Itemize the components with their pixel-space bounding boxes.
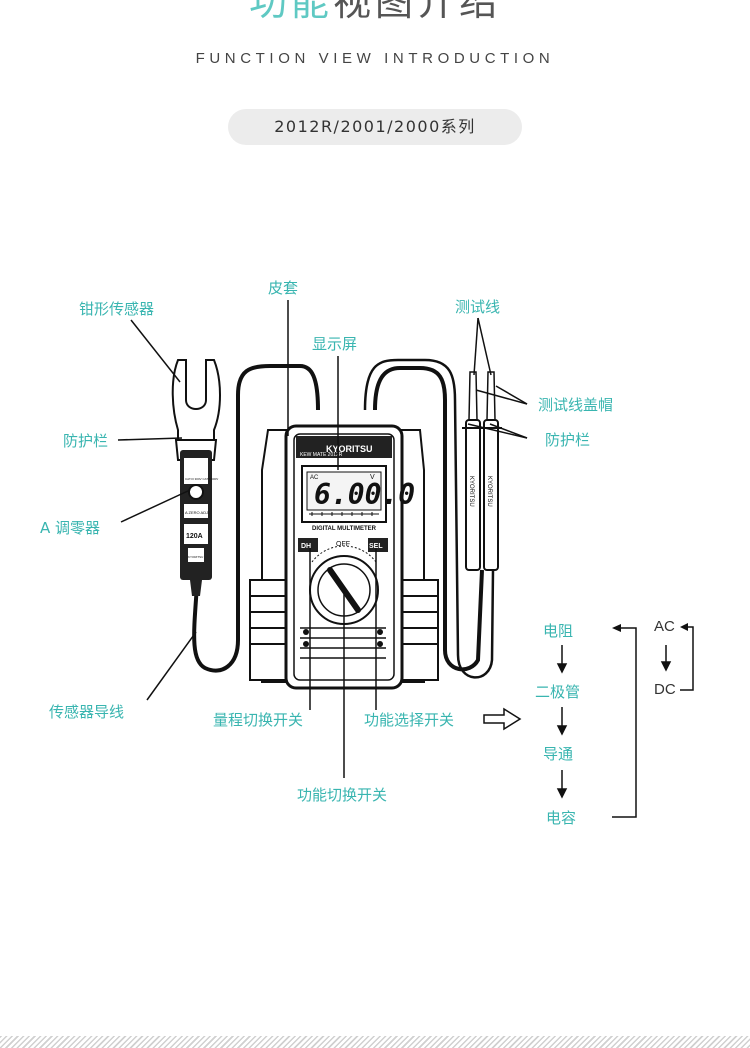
label-test-leads: 测试线 bbox=[455, 298, 501, 316]
lcd-unit: V bbox=[370, 474, 375, 481]
label-display: 显示屏 bbox=[312, 335, 358, 353]
series-badge: 2012R/2001/2000系列 bbox=[228, 109, 522, 145]
probe-text-right: KYORITSU bbox=[486, 476, 492, 507]
page-title: 功能视图介绍 bbox=[0, 0, 750, 26]
page-subtitle: FUNCTION VIEW INTRODUCTION bbox=[195, 50, 555, 67]
label-zero-adjust: A 调零器 bbox=[40, 519, 101, 537]
flow-step-continuity: 导通 bbox=[543, 745, 574, 763]
bottom-stripe bbox=[0, 1036, 750, 1048]
panel-name: DIGITAL MULTIMETER bbox=[312, 526, 377, 532]
flow-dc: DC bbox=[654, 681, 676, 698]
flow-ac: AC bbox=[654, 618, 675, 635]
brand-text: KYORITSU bbox=[326, 444, 373, 454]
sensor-cable bbox=[192, 364, 320, 673]
sel-button[interactable]: SEL bbox=[369, 543, 383, 550]
label-function-dial: 功能切换开关 bbox=[297, 786, 388, 804]
loop-arrowheads bbox=[612, 623, 688, 632]
flow-step-capacitance: 电容 bbox=[546, 809, 577, 827]
hollow-arrow-icon bbox=[483, 707, 522, 731]
label-holster: 皮套 bbox=[268, 279, 299, 297]
lcd-ac: AC bbox=[310, 475, 319, 481]
holster bbox=[249, 429, 439, 683]
clamp-sensor bbox=[171, 359, 221, 596]
probe-text-left: KYORITSU bbox=[468, 476, 474, 507]
test-probes bbox=[462, 371, 502, 571]
label-lead-caps: 测试线盖帽 bbox=[538, 396, 614, 414]
label-clamp-sensor: 钳形传感器 bbox=[79, 300, 155, 318]
label-guard-right: 防护栏 bbox=[545, 431, 591, 449]
leader-lines bbox=[117, 300, 528, 778]
probe-cables bbox=[363, 358, 495, 679]
title-accent: 功能 bbox=[248, 0, 333, 24]
model-text: KEW MATE 2012R bbox=[300, 452, 343, 458]
dh-button[interactable]: DH bbox=[301, 543, 311, 550]
title-rest: 视图介绍 bbox=[333, 0, 502, 24]
label-guard-left: 防护栏 bbox=[63, 432, 109, 450]
sensor-cat-text: CAT.III 300V CAT.II 600V bbox=[185, 477, 218, 481]
flow-step-resistance: 电阻 bbox=[543, 622, 574, 640]
flow-arrows bbox=[556, 645, 672, 799]
lcd-reading: 6.00.0 bbox=[314, 478, 415, 511]
sensor-brand-text: KYORITSU bbox=[188, 555, 203, 559]
loop-brackets bbox=[612, 626, 694, 818]
label-sensor-lead: 传感器导线 bbox=[49, 703, 125, 721]
dial-off-text: OFF bbox=[336, 541, 350, 548]
meter-body bbox=[284, 424, 404, 690]
sensor-zero-text: A ZERO ADJ. bbox=[185, 510, 209, 515]
flow-step-diode: 二极管 bbox=[535, 683, 581, 701]
label-range-switch: 量程切换开关 bbox=[213, 711, 304, 729]
sensor-rating: 120A bbox=[186, 533, 203, 540]
label-function-select: 功能选择开关 bbox=[364, 711, 455, 729]
